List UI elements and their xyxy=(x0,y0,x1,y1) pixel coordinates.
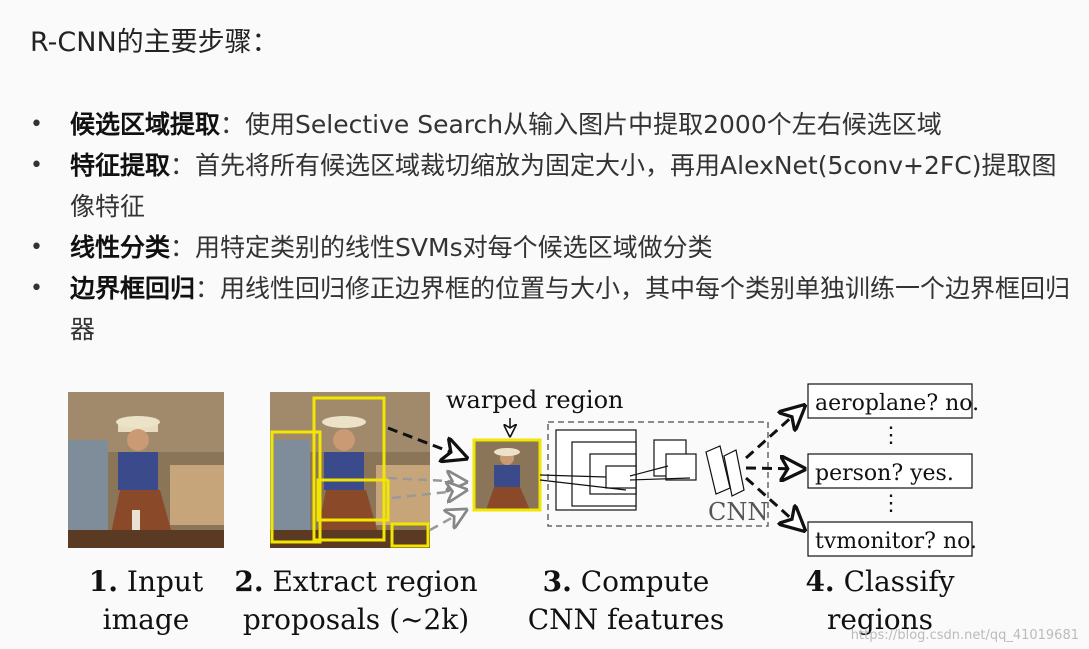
ellipsis-dots: ⋮ xyxy=(880,423,902,448)
region-proposals-image xyxy=(270,392,430,548)
step-caption-4: 4. Classify regions xyxy=(805,565,954,636)
bullet-term: 线性分类 xyxy=(70,233,171,262)
class-arrow xyxy=(745,468,804,469)
bullet-text: 使用Selective Search从输入图片中提取2000个左右候选区域 xyxy=(245,110,942,139)
bullet-text: 首先将所有候选区域裁切缩放为固定大小，再用AlexNet(5conv+2FC)提… xyxy=(70,151,1057,221)
bullet-term: 边界框回归 xyxy=(70,274,196,303)
warped-region-image xyxy=(472,438,542,512)
svg-text:3. Compute: 3. Compute xyxy=(543,565,710,598)
bullet-term: 候选区域提取 xyxy=(70,110,221,139)
class-box-person xyxy=(807,453,973,489)
watermark: https://blog.csdn.net/qq_41019681 xyxy=(850,628,1079,643)
cnn-layers xyxy=(539,429,745,511)
class-label: tvmonitor? no. xyxy=(815,529,977,554)
class-box-aeroplane xyxy=(807,383,973,419)
svg-text:1. Input: 1. Input xyxy=(89,565,204,598)
ellipsis-dots: ⋮ xyxy=(880,491,902,516)
class-label: aeroplane? no. xyxy=(815,391,979,416)
bullet-dot: • xyxy=(30,112,43,137)
bullet-term: 特征提取 xyxy=(70,151,171,180)
class-arrow xyxy=(744,406,804,460)
input-image xyxy=(68,392,224,548)
svg-text:2. Extract region: 2. Extract region xyxy=(234,565,477,598)
svg-text:image: image xyxy=(103,603,190,636)
step-caption-2: 2. Extract region proposals (~2k) xyxy=(234,565,477,636)
bullet-dot: • xyxy=(30,235,43,260)
cnn-box xyxy=(547,421,769,527)
step-caption-3: 3. Compute CNN features xyxy=(528,565,725,636)
bullet-text: 用特定类别的线性SVMs对每个候选区域做分类 xyxy=(195,233,713,262)
proposal-arrow xyxy=(391,490,466,498)
bullet-item: •线性分类：用特定类别的线性SVMs对每个候选区域做分类 xyxy=(30,227,1080,268)
warped-region-label: warped region xyxy=(446,386,624,414)
class-label: person? yes. xyxy=(815,461,954,486)
svg-text:4. Classify: 4. Classify xyxy=(805,565,954,598)
step-caption-1: 1. Input image xyxy=(89,565,204,636)
class-arrow xyxy=(744,476,804,530)
slide-title: R-CNN的主要步骤： xyxy=(30,27,279,58)
proposal-arrow xyxy=(429,510,466,532)
bullet-dot: • xyxy=(30,276,43,301)
svg-text:regions: regions xyxy=(827,603,933,636)
class-box-tvmonitor xyxy=(807,521,973,557)
cnn-label: CNN xyxy=(708,498,768,526)
step-list: •候选区域提取：使用Selective Search从输入图片中提取2000个左… xyxy=(30,104,1080,350)
svg-text:CNN features: CNN features xyxy=(528,603,725,636)
svg-text:proposals (~2k): proposals (~2k) xyxy=(243,603,469,636)
bullet-dot: • xyxy=(30,153,43,178)
proposal-arrow xyxy=(387,426,466,458)
bullet-item: •特征提取：首先将所有候选区域裁切缩放为固定大小，再用AlexNet(5conv… xyxy=(30,145,1080,227)
bullet-item: •候选区域提取：使用Selective Search从输入图片中提取2000个左… xyxy=(30,104,1080,145)
bullet-text: 用线性回归修正边界框的位置与大小，其中每个类别单独训练一个边界框回归器 xyxy=(70,274,1071,344)
rcnn-pipeline-diagram: warped region CNN aeroplane? no. ⋮ perso… xyxy=(68,383,979,636)
bullet-item: •边界框回归：用线性回归修正边界框的位置与大小，其中每个类别单独训练一个边界框回… xyxy=(30,268,1080,350)
